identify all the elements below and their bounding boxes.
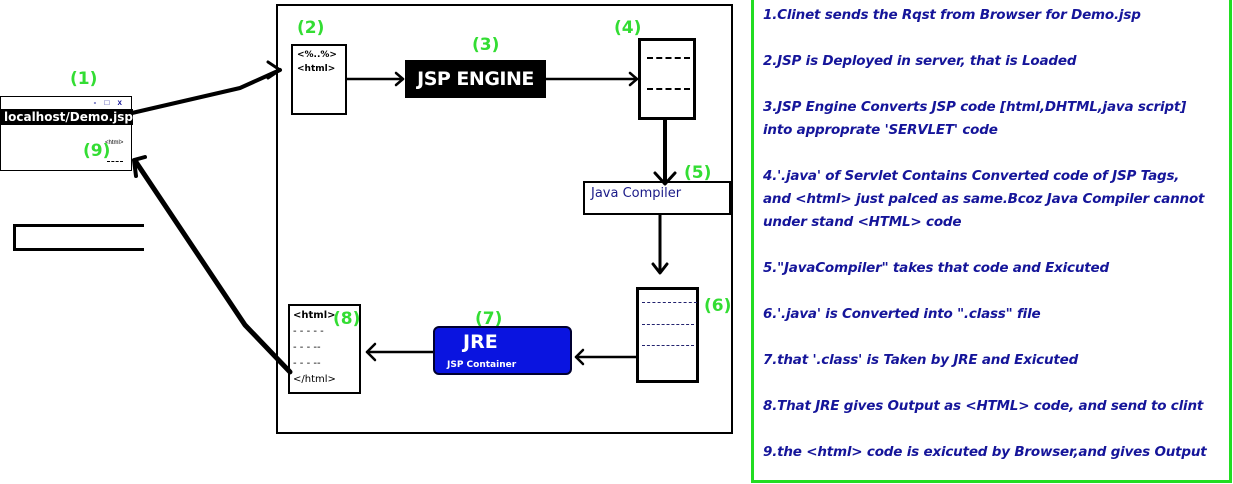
arrowhead-request [266, 60, 282, 80]
step-7-label: (7) [475, 309, 503, 329]
arrowhead-to-jre [574, 348, 585, 366]
arrowhead-to-output [365, 342, 377, 362]
class-code-line [642, 302, 697, 303]
note-step-2: 2.JSP is Deployed in server, that is Loa… [763, 53, 1077, 69]
jsp-file-box: <%..%> <html> [291, 44, 347, 115]
arrowhead-to-classfile [651, 262, 669, 275]
jsp-container-label: JSP Container [447, 360, 517, 370]
browser-url: localhost/Demo.jsp [1, 109, 133, 125]
jsp-scriptlet-line: <%..%> [297, 50, 337, 60]
step-6-label: (6) [704, 296, 732, 316]
output-html-line: - - - -- [293, 342, 321, 353]
note-step-9: 9.the <html> code is exicuted by Browser… [763, 444, 1207, 460]
bracket-shape [13, 224, 144, 251]
step-2-label: (2) [297, 18, 325, 38]
arrowhead-to-compiler [653, 171, 677, 186]
step-8-label: (8) [333, 309, 361, 329]
step-9-label: (9) [83, 141, 111, 161]
note-step-4-cont: under stand <HTML> code [763, 214, 962, 230]
jsp-html-line: <html> [297, 64, 336, 74]
output-html-line: - - - -- [293, 358, 321, 369]
step-4-label: (4) [614, 18, 642, 38]
server-frame [276, 4, 733, 434]
note-step-7: 7.that '.class' is Taken by JRE and Exic… [763, 352, 1079, 368]
jre-box: JRE JSP Container [433, 326, 572, 375]
java-compiler-box: Java Compiler [583, 181, 731, 215]
output-html-close-tag: </html> [293, 374, 336, 385]
servlet-code-line [647, 57, 690, 59]
note-step-4-cont: and <html> just palced as same.Bcoz Java… [763, 191, 1205, 207]
class-code-line [642, 324, 694, 325]
window-controls-icon: - □ x [93, 98, 125, 107]
note-step-8: 8.That JRE gives Output as <HTML> code, … [763, 398, 1204, 414]
jsp-engine-box: JSP ENGINE [405, 60, 546, 98]
steps-notes-panel: 1.Clinet sends the Rqst from Browser for… [751, 0, 1232, 483]
class-file-box [636, 287, 699, 383]
servlet-java-box [638, 38, 696, 120]
servlet-code-line [647, 88, 690, 90]
note-step-5: 5."JavaCompiler" takes that code and Exi… [763, 260, 1109, 276]
step-3-label: (3) [472, 35, 500, 55]
rendered-html-dashes [107, 161, 123, 162]
output-html-box: <html> - - - - - - - - -- - - - -- </htm… [288, 304, 361, 394]
output-html-open-tag: <html> [293, 310, 336, 321]
note-step-4: 4.'.java' of Servlet Contains Converted … [763, 168, 1180, 184]
arrow-response [133, 159, 293, 375]
arrowhead-to-engine [394, 71, 405, 87]
note-step-3: 3.JSP Engine Converts JSP code [html,DHT… [763, 99, 1187, 115]
step-5-label: (5) [684, 163, 712, 183]
browser-window: - □ x localhost/Demo.jsp (9) <html> [0, 96, 133, 171]
arrowhead-response [132, 155, 147, 178]
note-step-6: 6.'.java' is Converted into ".class" fil… [763, 306, 1041, 322]
note-step-3-cont: into approprate 'SERVLET' code [763, 122, 998, 138]
note-step-1: 1.Clinet sends the Rqst from Browser for… [763, 7, 1141, 23]
arrowhead-to-servlet [628, 71, 639, 87]
rendered-html-preview: <html> [105, 140, 124, 146]
arrow-request [130, 68, 282, 115]
class-code-line [642, 345, 694, 346]
output-html-line: - - - - - [293, 326, 324, 337]
step-1-label: (1) [70, 69, 98, 89]
jre-label: JRE [463, 331, 498, 353]
